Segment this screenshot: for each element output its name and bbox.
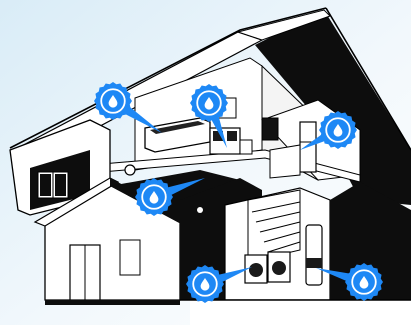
- house-illustration: [0, 0, 411, 325]
- house-cutaway-drawing: [0, 0, 411, 325]
